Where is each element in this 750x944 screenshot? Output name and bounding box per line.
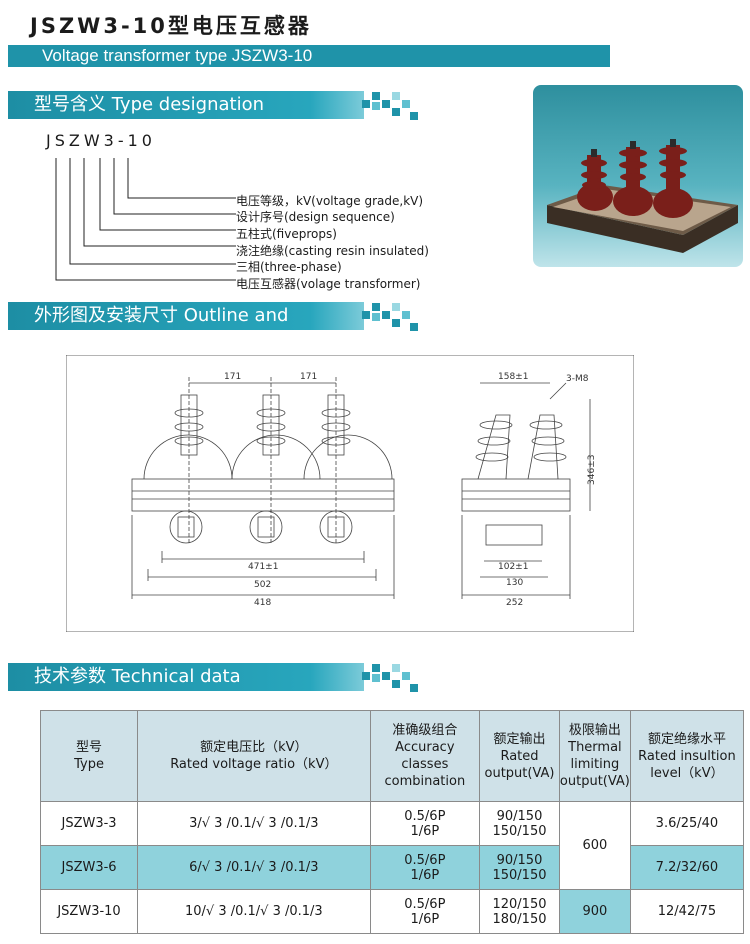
product-photo (533, 85, 743, 267)
technical-data-table: 型号 Type 额定电压比（kV） Rated voltage ratio（kV… (39, 710, 745, 934)
model-code: JSZW3-10 (46, 131, 156, 150)
cell-insulation: 3.6/25/40 (629, 801, 745, 846)
dim-label: 502 (254, 580, 271, 590)
dim-label: 346±3 (587, 455, 597, 485)
cell-output: 90/150 150/150 (479, 845, 560, 890)
cell-ratio: 3/√ 3 /0.1/√ 3 /0.1/3 (137, 801, 371, 846)
cell-accuracy: 0.5/6P 1/6P (369, 845, 481, 890)
cell-type: JSZW3-6 (39, 845, 139, 890)
dim-label: 3-M8 (566, 374, 589, 384)
table-header-row: 型号 Type 额定电压比（kV） Rated voltage ratio（kV… (39, 710, 745, 802)
designation-item: 电压互感器(volage transformer) (236, 277, 421, 291)
designation-leader-lines (55, 158, 236, 281)
designation-item: 浇注绝缘(casting resin insulated) (236, 244, 429, 258)
dim-label: 171 (300, 372, 317, 382)
cell-accuracy: 0.5/6P 1/6P (369, 889, 481, 934)
dim-label: 252 (506, 598, 523, 608)
table-header: 额定绝缘水平 Rated insultion level（kV） (629, 710, 745, 802)
section-header-technical: 技术参数 Technical data (8, 663, 364, 691)
cell-type: JSZW3-10 (39, 889, 139, 934)
cell-ratio: 10/√ 3 /0.1/√ 3 /0.1/3 (137, 889, 371, 934)
designation-item: 设计序号(design sequence) (236, 210, 395, 224)
table-row: JSZW3-6 6/√ 3 /0.1/√ 3 /0.1/3 0.5/6P 1/6… (39, 845, 745, 890)
dim-label: 130 (506, 578, 523, 588)
page-subtitle: Voltage transformer type JSZW3-10 (42, 46, 313, 65)
dim-label: 102±1 (498, 562, 528, 572)
designation-item: 电压等级，kV(voltage grade,kV) (236, 194, 424, 208)
designation-item: 五柱式(fiveprops) (236, 227, 337, 241)
cell-accuracy: 0.5/6P 1/6P (369, 801, 481, 846)
outline-drawing: 171 171 471±1 502 418 158±1 3-M8 346±3 1… (65, 354, 635, 633)
table-header: 型号 Type (39, 710, 139, 802)
dim-label: 158±1 (498, 372, 528, 382)
decor-pixels (362, 303, 418, 339)
title-banner: Voltage transformer type JSZW3-10 (8, 45, 610, 67)
dim-label: 418 (254, 598, 271, 608)
cell-thermal: 900 (558, 889, 631, 934)
cell-output: 90/150 150/150 (479, 801, 560, 846)
table-header: 准确级组合 Accuracy classes combination (369, 710, 481, 802)
table-header: 极限输出 Thermal limiting output(VA) (558, 710, 631, 802)
decor-pixels (362, 664, 418, 700)
cell-thermal: 600 (558, 801, 631, 890)
cell-output: 120/150 180/150 (479, 889, 560, 934)
dim-label: 171 (224, 372, 241, 382)
dim-label: 471±1 (248, 562, 278, 572)
table-row: JSZW3-10 10/√ 3 /0.1/√ 3 /0.1/3 0.5/6P 1… (39, 889, 745, 934)
cell-type: JSZW3-3 (39, 801, 139, 846)
table-row: JSZW3-3 3/√ 3 /0.1/√ 3 /0.1/3 0.5/6P 1/6… (39, 801, 745, 890)
cell-insulation: 12/42/75 (629, 889, 745, 934)
section-header-designation: 型号含义 Type designation (8, 91, 364, 119)
page-title: JSZW3-10型电压互感器 (30, 14, 312, 38)
section-header-outline: 外形图及安装尺寸 Outline and dimensions (8, 302, 364, 354)
cell-insulation: 7.2/32/60 (629, 845, 745, 890)
table-header: 额定电压比（kV） Rated voltage ratio（kV） (137, 710, 371, 802)
table-header: 额定输出 Rated output(VA) (479, 710, 560, 802)
designation-item: 三相(three-phase) (236, 260, 342, 274)
decor-pixels (362, 92, 418, 128)
cell-ratio: 6/√ 3 /0.1/√ 3 /0.1/3 (137, 845, 371, 890)
